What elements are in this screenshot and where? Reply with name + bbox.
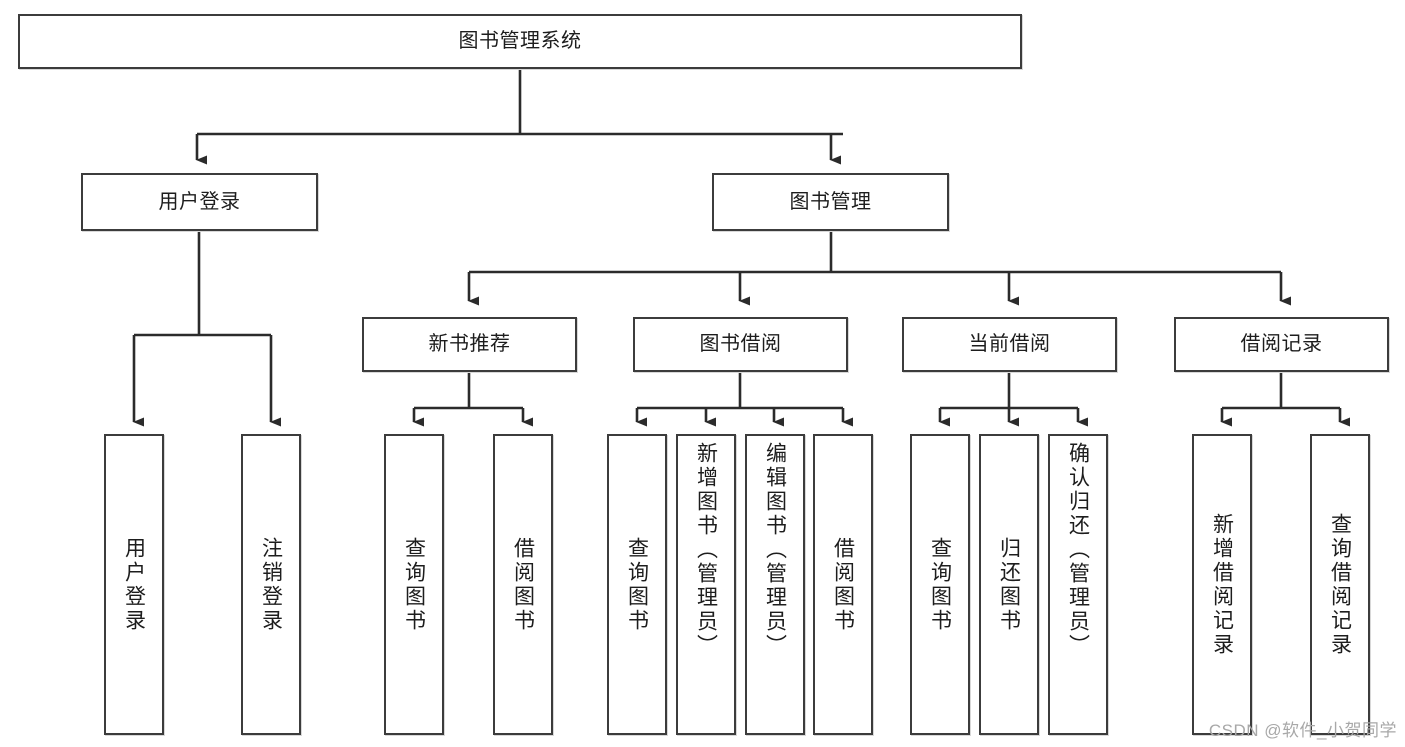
node-leaf-edit-book[interactable]: 编辑图书（管理员） (745, 434, 805, 735)
node-new-book-recommend-label: 新书推荐 (428, 333, 511, 355)
node-new-book-recommend[interactable]: 新书推荐 (362, 317, 577, 372)
node-user-login-label: 用户登录 (158, 190, 241, 213)
node-leaf-add-record[interactable]: 新增借阅记录 (1192, 434, 1252, 735)
node-leaf-query-book-1-label: 查询图书 (402, 536, 426, 633)
node-user-login[interactable]: 用户登录 (81, 173, 318, 231)
node-leaf-confirm-return-label: 确认归还（管理员） (1066, 442, 1090, 658)
node-book-borrow[interactable]: 图书借阅 (633, 317, 848, 372)
node-leaf-edit-book-label: 编辑图书（管理员） (763, 442, 787, 658)
node-leaf-borrow-book-1-label: 借阅图书 (511, 536, 535, 633)
node-leaf-logout[interactable]: 注销登录 (241, 434, 301, 735)
node-leaf-borrow-book-2-label: 借阅图书 (831, 536, 855, 633)
node-leaf-add-book-label: 新增图书（管理员） (694, 442, 718, 658)
node-leaf-add-record-label: 新增借阅记录 (1210, 512, 1234, 657)
node-root-label: 图书管理系统 (458, 30, 582, 52)
node-leaf-borrow-book-2[interactable]: 借阅图书 (813, 434, 873, 735)
node-current-borrow-label: 当前借阅 (968, 333, 1051, 355)
node-leaf-query-book-3-label: 查询图书 (928, 536, 952, 633)
node-book-borrow-label: 图书借阅 (699, 333, 782, 355)
node-leaf-confirm-return[interactable]: 确认归还（管理员） (1048, 434, 1108, 735)
node-leaf-return-book-label: 归还图书 (997, 536, 1021, 633)
node-root-system[interactable]: 图书管理系统 (18, 14, 1022, 69)
node-book-manage[interactable]: 图书管理 (712, 173, 949, 231)
node-current-borrow[interactable]: 当前借阅 (902, 317, 1117, 372)
node-leaf-user-login[interactable]: 用户登录 (104, 434, 164, 735)
node-book-manage-label: 图书管理 (789, 190, 872, 213)
node-leaf-query-book-3[interactable]: 查询图书 (910, 434, 970, 735)
node-leaf-add-book[interactable]: 新增图书（管理员） (676, 434, 736, 735)
node-borrow-record[interactable]: 借阅记录 (1174, 317, 1389, 372)
node-leaf-query-book-2-label: 查询图书 (625, 536, 649, 633)
node-borrow-record-label: 借阅记录 (1240, 333, 1323, 355)
node-leaf-query-book-2[interactable]: 查询图书 (607, 434, 667, 735)
node-leaf-query-record-label: 查询借阅记录 (1328, 512, 1352, 657)
node-leaf-user-login-label: 用户登录 (122, 536, 146, 633)
node-leaf-query-record[interactable]: 查询借阅记录 (1310, 434, 1370, 735)
node-leaf-borrow-book-1[interactable]: 借阅图书 (493, 434, 553, 735)
node-leaf-logout-label: 注销登录 (259, 536, 283, 633)
node-leaf-return-book[interactable]: 归还图书 (979, 434, 1039, 735)
node-leaf-query-book-1[interactable]: 查询图书 (384, 434, 444, 735)
